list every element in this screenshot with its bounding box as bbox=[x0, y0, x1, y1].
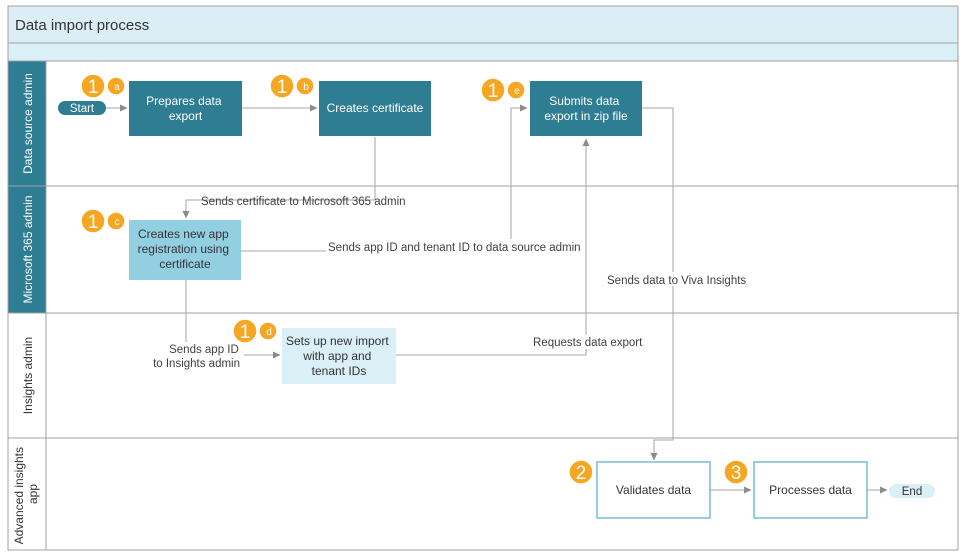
svg-text:Submits data export in z: Submits data export in zip file bbox=[544, 94, 628, 123]
step-submits-data-export: Submits data export in zip file 1 e bbox=[480, 77, 642, 136]
step-prepares-data-export: Prepares data export 1 a bbox=[80, 73, 242, 136]
swimlane-insights-admin: Insights admin bbox=[7, 312, 959, 439]
svg-text:2: 2 bbox=[576, 463, 587, 484]
svg-text:3: 3 bbox=[731, 463, 742, 484]
step-creates-certificate: Creates certificate 1 b bbox=[269, 73, 431, 136]
svg-text:Sets up new import with: Sets up new import with app and tenant I… bbox=[286, 334, 392, 378]
svg-text:Creates certificate: Creates certificate bbox=[327, 101, 424, 115]
svg-text:1: 1 bbox=[88, 212, 99, 233]
svg-text:c: c bbox=[115, 217, 120, 228]
step-badge: 1 b bbox=[269, 73, 315, 99]
lane-label-data-source-admin: Data source admin bbox=[21, 73, 35, 174]
svg-text:d: d bbox=[266, 327, 272, 338]
connector-submit-to-validate bbox=[642, 107, 674, 461]
step-badge: 1 a bbox=[80, 73, 126, 99]
step-badge: 1 c bbox=[80, 208, 126, 234]
label-sends-data-to-viva: Sends data to Viva Insights bbox=[607, 275, 746, 287]
end-label: End bbox=[902, 486, 922, 498]
svg-text:Prepares data export: Prepares data export bbox=[146, 94, 225, 123]
connector-import-to-submit bbox=[396, 138, 590, 356]
label-sends-app-and-tenant-id: Sends app ID and tenant ID to data sourc… bbox=[328, 242, 581, 254]
step-badge: 1 e bbox=[480, 77, 526, 103]
svg-text:b: b bbox=[303, 82, 309, 93]
svg-text:1: 1 bbox=[88, 77, 99, 98]
step-validates-data: Validates data 2 bbox=[568, 459, 711, 519]
connector-certificate-to-app-registration bbox=[182, 137, 376, 219]
step-badge: 3 bbox=[723, 459, 749, 485]
lane-label-microsoft-365-admin: Microsoft 365 admin bbox=[21, 195, 35, 303]
svg-text:1: 1 bbox=[488, 81, 499, 102]
step-processes-data: Processes data 3 bbox=[723, 459, 868, 519]
step-badge: 2 bbox=[568, 459, 594, 485]
subheader-bar bbox=[7, 42, 959, 62]
lane-label-insights-admin: Insights admin bbox=[21, 337, 35, 414]
label-sends-app-id-to-insights: Sends app ID to Insights admin bbox=[153, 344, 242, 370]
svg-text:Creates new app registra: Creates new app registration using certi… bbox=[138, 227, 233, 271]
lane-label-advanced-insights-app: Advanced insights app bbox=[12, 444, 40, 545]
step-sets-up-new-import: Sets up new import with app and tenant I… bbox=[232, 318, 396, 384]
svg-text:Validates data: Validates data bbox=[616, 483, 691, 497]
svg-text:1: 1 bbox=[277, 77, 288, 98]
svg-text:1: 1 bbox=[240, 322, 251, 343]
step-creates-app-registration: Creates new app registration using certi… bbox=[80, 208, 241, 280]
title-bar: Data import process bbox=[7, 5, 959, 44]
svg-text:e: e bbox=[514, 86, 520, 97]
diagram-title: Data import process bbox=[15, 17, 149, 34]
start-terminal: Start bbox=[58, 101, 106, 115]
svg-text:a: a bbox=[114, 82, 120, 93]
svg-text:Processes data: Processes data bbox=[769, 483, 852, 497]
step-badge: 1 d bbox=[232, 318, 278, 344]
label-requests-data-export: Requests data export bbox=[533, 337, 643, 349]
end-terminal: End bbox=[889, 484, 935, 498]
edge-labels: Sends certificate to Microsoft 365 admin… bbox=[148, 196, 746, 372]
start-label: Start bbox=[70, 103, 95, 115]
label-sends-certificate: Sends certificate to Microsoft 365 admin bbox=[201, 196, 406, 208]
